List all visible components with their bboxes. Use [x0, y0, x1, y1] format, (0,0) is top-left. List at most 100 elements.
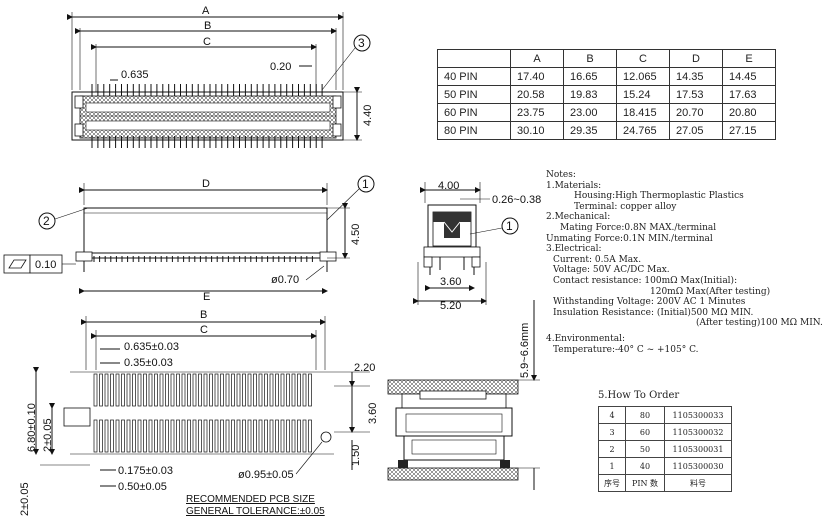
top-height-label: 4.40 — [362, 105, 374, 126]
pad — [264, 419, 268, 453]
pcb-dim-c-label: C — [200, 324, 208, 336]
dimension-table: A B C D E 40 PIN 17.40 16.65 12.065 14.3… — [437, 49, 776, 140]
pcb-hole-label: ø0.95±0.05 — [238, 469, 294, 481]
pad — [170, 373, 175, 407]
pad — [225, 419, 230, 453]
table-header-cell: A — [510, 49, 564, 68]
pad — [165, 373, 169, 407]
pad — [137, 373, 142, 407]
pad — [253, 373, 257, 407]
order-cell: 4 — [598, 406, 626, 424]
top-view: A B C 0.635 0.20 3 4.40 — [67, 5, 374, 148]
pad — [126, 419, 131, 453]
pcb-r1-label: 2.20 — [354, 362, 375, 374]
notes-line: Current: 0.5A Max. — [553, 254, 642, 265]
table-cell: 17.53 — [669, 85, 723, 104]
table-cell: 23.00 — [563, 103, 617, 122]
pad — [258, 373, 263, 407]
table-cell: 27.05 — [669, 121, 723, 140]
pad — [104, 419, 109, 453]
notes-line: Unmating Force:0.1N MIN./terminal — [546, 233, 713, 244]
pad — [159, 419, 164, 453]
table-cell: 20.58 — [510, 85, 564, 104]
pad — [236, 419, 241, 453]
pad — [280, 373, 285, 407]
table-cell: 29.35 — [563, 121, 617, 140]
callout-3-label: 3 — [358, 36, 365, 50]
pad — [236, 373, 241, 407]
order-cell: 50 — [625, 440, 665, 458]
pad — [291, 419, 296, 453]
pad — [214, 373, 219, 407]
pad — [132, 373, 136, 407]
order-cell: 40 — [625, 457, 665, 475]
pad — [231, 419, 235, 453]
pcb-v3-label: 2±0.05 — [19, 482, 31, 516]
pad — [176, 419, 180, 453]
pad — [302, 373, 307, 407]
order-cell: 1105300032 — [664, 423, 732, 441]
table-cell: 18.415 — [616, 103, 670, 122]
table-cell: 17.63 — [722, 85, 776, 104]
table-cell: 24.765 — [616, 121, 670, 140]
pad — [181, 419, 186, 453]
order-title: 5.How To Order — [598, 390, 680, 401]
table-row-label: 40 PIN — [437, 67, 511, 86]
pad — [154, 419, 158, 453]
pad — [154, 373, 158, 407]
pad — [253, 419, 257, 453]
table-row-label: 60 PIN — [437, 103, 511, 122]
pad — [198, 373, 202, 407]
pad — [121, 419, 125, 453]
pad — [187, 419, 191, 453]
order-cell: 1 — [598, 457, 626, 475]
pad — [275, 419, 279, 453]
notes-line: (After testing)100 MΩ MIN. — [696, 318, 823, 329]
pad — [269, 419, 274, 453]
order-row: 2 50 1105300031 — [598, 440, 732, 458]
notes-block: Notes: 1.Materials: Housing:High Thermop… — [546, 170, 823, 355]
order-cell: 1105300033 — [664, 406, 732, 424]
callout-1-side — [357, 175, 375, 193]
dim-d-label: D — [202, 178, 210, 190]
pcb-hole-offset-label: 0.50±0.05 — [118, 481, 167, 493]
table-cell: 30.10 — [510, 121, 564, 140]
pad — [187, 373, 191, 407]
pad — [143, 373, 147, 407]
callout-1-side-label: 1 — [362, 177, 369, 191]
table-cell: 23.75 — [510, 103, 564, 122]
pad — [110, 373, 114, 407]
pcb-r3-label: 1.50 — [350, 445, 362, 466]
notes-line: Withstanding Voltage: 200V AC 1 Minutes — [553, 297, 746, 308]
notes-line: Terminal: copper alloy — [574, 201, 677, 212]
pad — [121, 373, 125, 407]
order-header-cell: PIN 数 — [625, 474, 665, 492]
pcb-r2-label: 3.60 — [367, 403, 379, 424]
table-row: 80 PIN 30.10 29.35 24.765 27.05 27.15 — [437, 121, 776, 140]
pcb-caption-tolerance: GENERAL TOLERANCE:±0.05 — [186, 506, 325, 517]
pad — [110, 419, 114, 453]
pad — [165, 419, 169, 453]
callout-1-end — [501, 217, 519, 235]
pad — [269, 373, 274, 407]
pad — [192, 419, 197, 453]
pad — [137, 419, 142, 453]
table-header-cell: B — [563, 49, 617, 68]
pcb-v2-label: 2±0.05 — [42, 418, 54, 452]
notes-line: Mating Force:0.8N MAX./terminal — [560, 222, 717, 233]
table-header-cell: E — [722, 49, 776, 68]
end-view: 4.00 0.26~0.38 1 3.60 5.20 — [413, 180, 541, 312]
pad — [308, 373, 312, 407]
order-header-cell: 序号 — [598, 474, 626, 492]
pcb-pad-gap-label: 0.175±0.03 — [118, 465, 173, 477]
pcb-pitch-label: 0.635±0.03 — [124, 341, 179, 353]
order-cell: 1105300030 — [664, 457, 732, 475]
end-width-label: 4.00 — [438, 180, 459, 192]
callout-2-label: 2 — [43, 214, 50, 228]
table-row-label: 50 PIN — [437, 85, 511, 104]
pad — [99, 373, 103, 407]
section-view: 5.9~6.6mm — [387, 300, 540, 490]
pad — [176, 373, 180, 407]
order-header-cell: 料号 — [664, 474, 732, 492]
notes-title: Notes: — [546, 170, 576, 180]
